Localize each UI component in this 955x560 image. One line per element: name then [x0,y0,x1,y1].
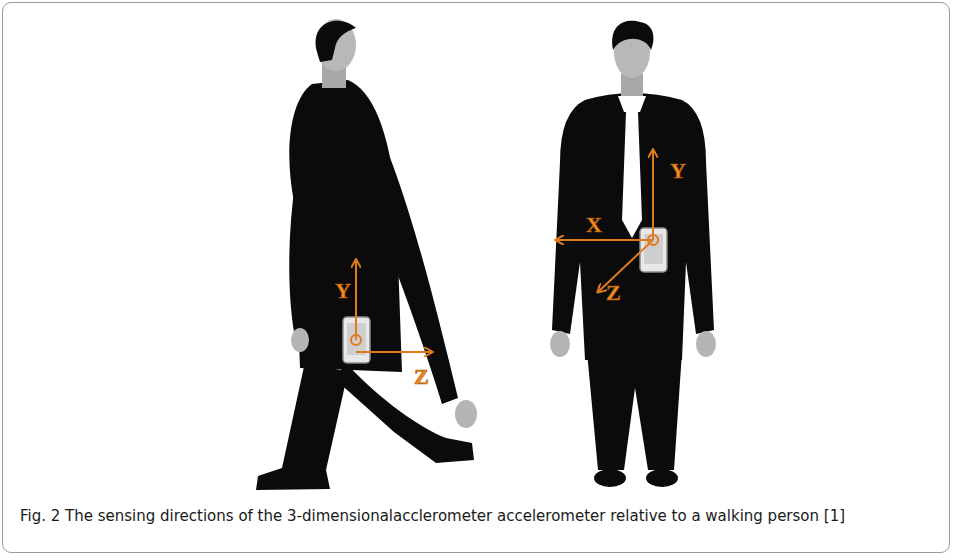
axis-label-z: Z [414,366,429,388]
axis-label-y: Y [335,280,351,302]
axis-label-x: X [586,214,602,236]
side-view-person [256,19,477,490]
front-view-person [550,21,716,487]
figure-frame [2,2,950,553]
axis-label-z: Z [606,282,621,304]
figure-caption: Fig. 2 The sensing directions of the 3-d… [20,506,930,526]
axis-label-y: Y [670,160,686,182]
